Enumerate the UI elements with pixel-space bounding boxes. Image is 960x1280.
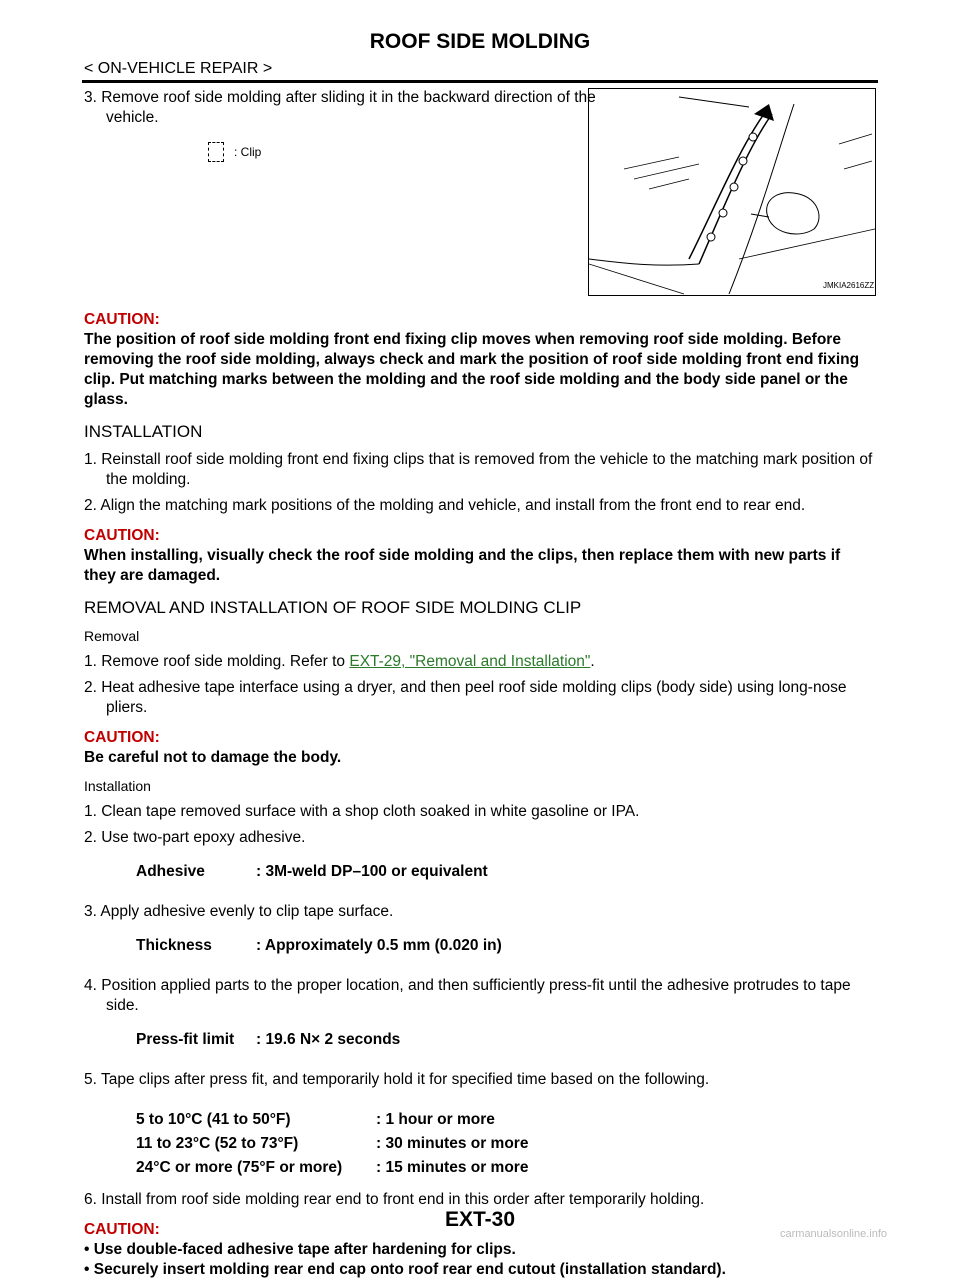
- section-installation: INSTALLATION: [84, 422, 203, 441]
- section-clip: REMOVAL AND INSTALLATION OF ROOF SIDE MO…: [84, 598, 582, 617]
- temp-time: : 30 minutes or more: [376, 1135, 529, 1152]
- installation-heading: Installation: [84, 778, 151, 794]
- clip-install-step-4: 4. Position applied parts to the proper …: [84, 977, 851, 1014]
- install-caution-text: When installing, visually check the roof…: [84, 547, 841, 584]
- install-step-2: 2. Align the matching mark positions of …: [84, 497, 806, 514]
- spec-label: Press-fit limit: [136, 1031, 235, 1048]
- temp-time: : 1 hour or more: [376, 1111, 495, 1128]
- temp-row: 24°C or more (75°F or more) : 15 minutes …: [136, 1158, 876, 1178]
- temperature-table: 5 to 10°C (41 to 50°F) : 1 hour or more 1…: [136, 1110, 876, 1178]
- adhesive-spec: Adhesive : 3M-weld DP–100 or equivalent: [136, 862, 876, 882]
- ref-link[interactable]: EXT-29, "Removal and Installation": [349, 653, 591, 670]
- page-number: EXT-30: [444, 1208, 516, 1231]
- temp-time: : 15 minutes or more: [376, 1159, 529, 1176]
- press-fit-spec: Press-fit limit : 19.6 N× 2 seconds: [136, 1030, 876, 1050]
- spec-label: Adhesive: [136, 863, 205, 880]
- figure-code: JMKIA2616ZZ: [823, 281, 874, 290]
- main-content: CAUTION: The position of roof side moldi…: [84, 300, 876, 1280]
- removal-caution-text: Be careful not to damage the body.: [84, 749, 342, 766]
- temp-range: 11 to 23°C (52 to 73°F): [136, 1135, 299, 1152]
- page-title: ROOF SIDE MOLDING: [369, 30, 591, 53]
- caution-bullet: • Securely insert molding rear end cap o…: [84, 1261, 726, 1278]
- clip-install-step-6: 6. Install from roof side molding rear e…: [84, 1191, 705, 1208]
- final-caution-heading: CAUTION:: [84, 1221, 160, 1238]
- install-step-1: 1. Reinstall roof side molding front end…: [84, 451, 873, 488]
- step-text: 1. Remove roof side molding. Refer to: [84, 653, 350, 670]
- clip-install-step-3: 3. Apply adhesive evenly to clip tape su…: [84, 903, 394, 920]
- clip-legend-label: : Clip: [234, 145, 262, 159]
- caution-text: The position of roof side molding front …: [84, 331, 860, 408]
- spec-value: : 19.6 N× 2 seconds: [256, 1031, 401, 1048]
- clip-removal-step-1: 1. Remove roof side molding. Refer to EX…: [84, 652, 876, 672]
- clip-install-step-1: 1. Clean tape removed surface with a sho…: [84, 803, 640, 820]
- watermark: carmanualsonline.info: [780, 1228, 888, 1240]
- temp-row: 5 to 10°C (41 to 50°F) : 1 hour or more: [136, 1110, 876, 1130]
- clip-legend-icon: [208, 142, 224, 162]
- roof-molding-diagram: JMKIA2616ZZ: [588, 96, 876, 295]
- spec-value: : 3M-weld DP–100 or equivalent: [256, 863, 488, 880]
- clip-legend: : Clip: [208, 142, 261, 162]
- removal-step-3: 3. Remove roof side molding after slidin…: [84, 89, 596, 126]
- clip-install-step-5: 5. Tape clips after press fit, and tempo…: [84, 1071, 710, 1088]
- temp-row: 11 to 23°C (52 to 73°F) : 30 minutes or m…: [136, 1134, 876, 1154]
- clip-install-step-2: 2. Use two-part epoxy adhesive.: [84, 829, 306, 846]
- removal-caution-heading: CAUTION:: [84, 729, 160, 746]
- removal-heading: Removal: [84, 628, 140, 644]
- spec-label: Thickness: [136, 937, 212, 954]
- install-caution-heading: CAUTION:: [84, 527, 160, 544]
- breadcrumb: < ON-VEHICLE REPAIR >: [84, 60, 273, 77]
- caution-bullet: • Use double-faced adhesive tape after h…: [84, 1241, 516, 1258]
- step-suffix: .: [590, 653, 595, 670]
- caution-heading: CAUTION:: [84, 311, 160, 328]
- molding-illustration: JMKIA2616ZZ: [588, 88, 876, 296]
- temp-range: 5 to 10°C (41 to 50°F): [136, 1111, 291, 1128]
- spec-value: : Approximately 0.5 mm (0.020 in): [256, 937, 502, 954]
- header-rule: [82, 80, 878, 83]
- clip-removal-step-2: 2. Heat adhesive tape interface using a …: [84, 679, 847, 716]
- thickness-spec: Thickness : Approximately 0.5 mm (0.020 …: [136, 936, 876, 956]
- temp-range: 24°C or more (75°F or more): [136, 1159, 343, 1176]
